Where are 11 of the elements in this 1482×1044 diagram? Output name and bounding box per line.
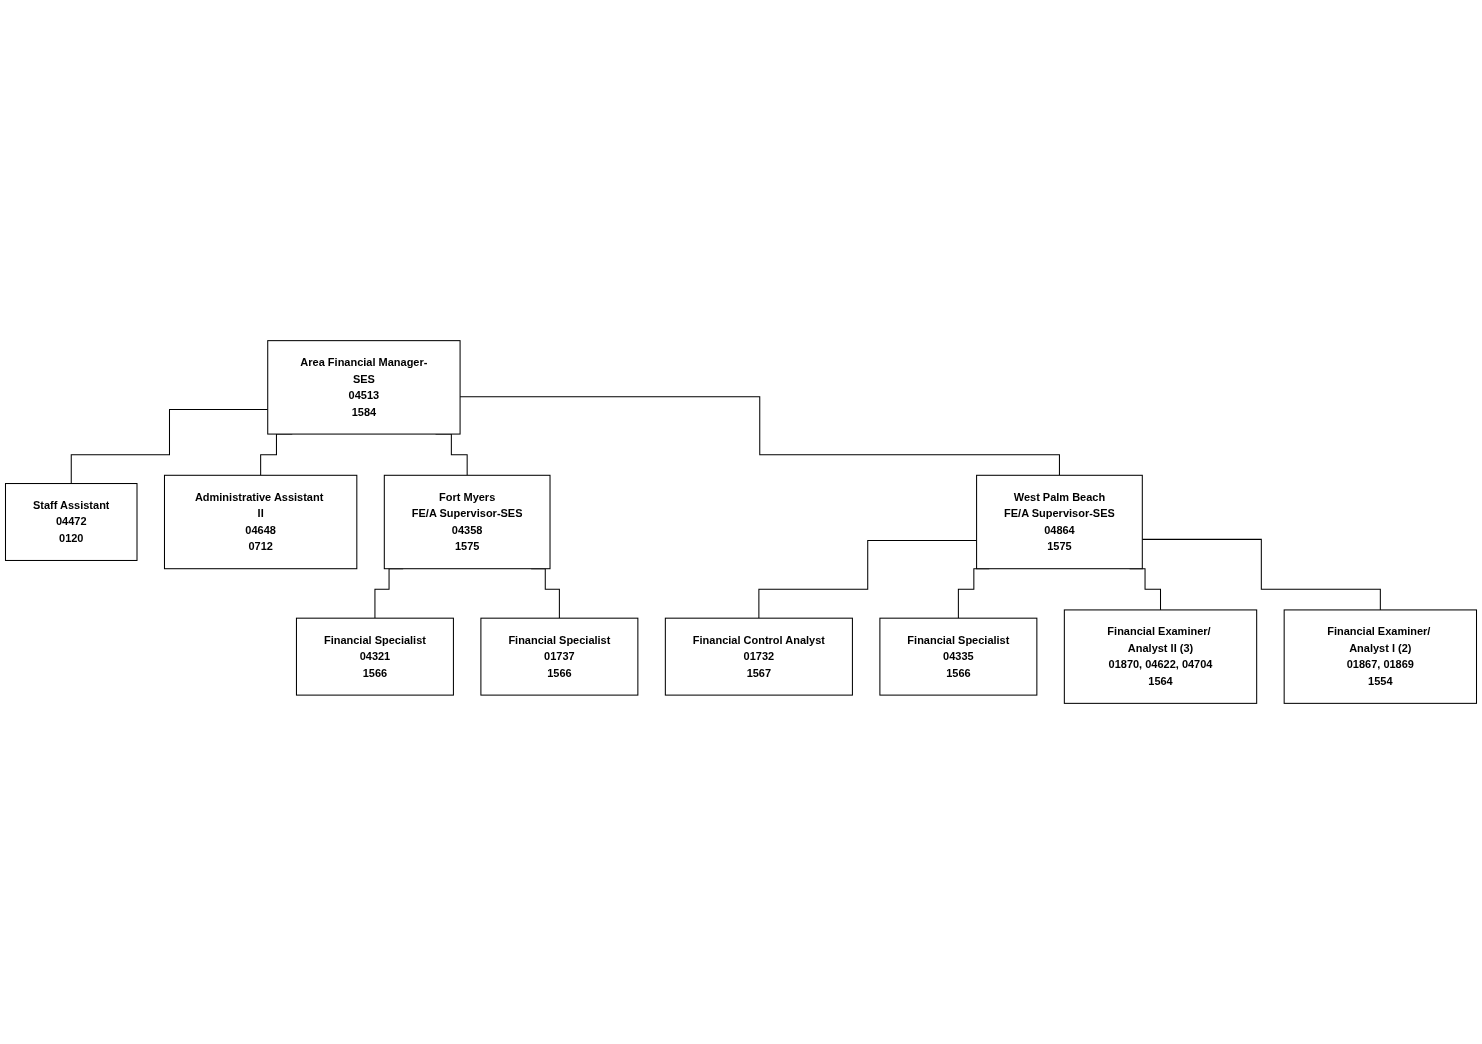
node-box: West Palm Beach FE/A Supervisor-SES 04864 1575	[976, 474, 1143, 570]
node-box: Financial Control Analyst 01732 1567	[664, 617, 853, 696]
node-box: Financial Specialist 01737 1566	[480, 617, 639, 696]
node-box: Staff Assistant 04472 0120	[5, 483, 138, 561]
node-box: Financial Examiner/ Analyst I (2) 01867, 01869 1554	[1283, 609, 1477, 704]
node-box: Financial Specialist 04335 1566	[879, 617, 1038, 696]
node-box: Fort Myers FE/A Supervisor-SES 04358 1575	[383, 474, 551, 570]
node-box: Administrative Assistant II 04648 0712	[163, 474, 358, 570]
node-box: Area Financial Manager-SES 04513 1584	[267, 340, 461, 435]
node-box: Financial Specialist 04321 1566	[295, 617, 454, 696]
node-box: Financial Examiner/ Analyst II (3) 01870, 04622, 04704 1564	[1063, 609, 1258, 704]
